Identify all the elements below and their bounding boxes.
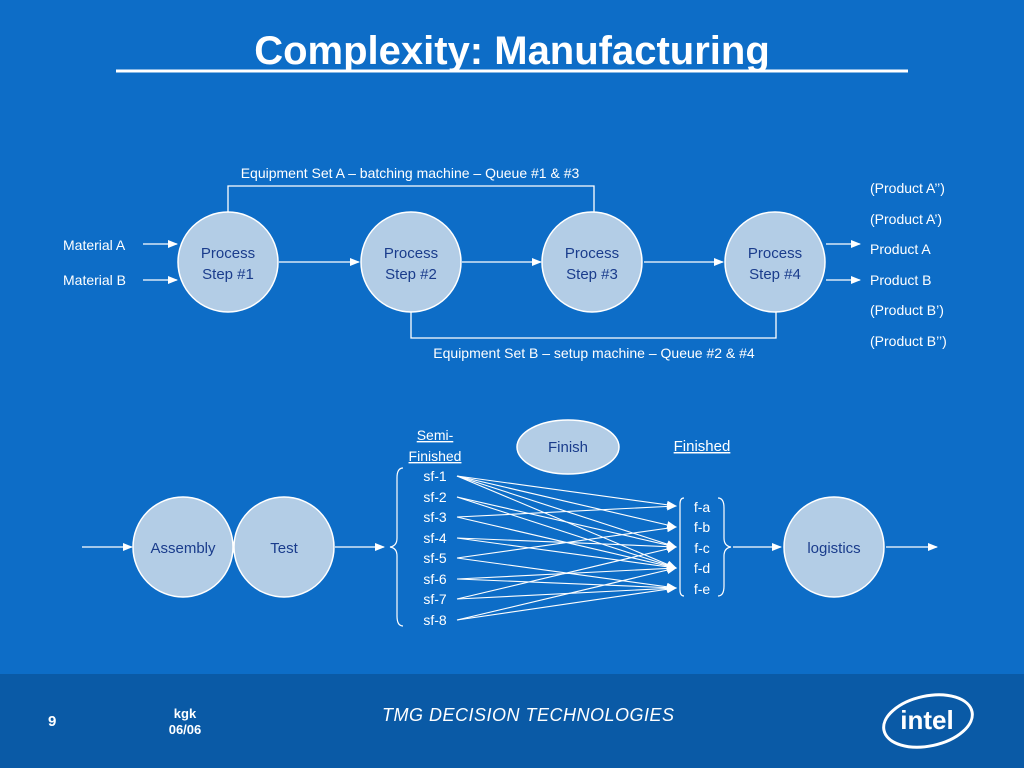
- output-product-a1: (Product A’): [870, 211, 942, 227]
- process-step-4: Process Step #4: [724, 211, 826, 313]
- conn-sf6-fe: [456, 578, 677, 592]
- conn-sf1-fa: [456, 475, 677, 509]
- logistics-label: logistics: [807, 540, 860, 557]
- process-step-3-line1: Process: [565, 245, 619, 262]
- lower-flow: Assembly Test Semi- Finished sf-1 sf-2 s…: [82, 419, 938, 628]
- logistics-node: logistics: [783, 496, 885, 598]
- process-step-2-line2: Step #2: [385, 266, 437, 283]
- assembly-label: Assembly: [150, 540, 216, 557]
- conn-sf8-fd: [456, 566, 677, 621]
- upper-flow: Equipment Set A – batching machine – Que…: [63, 165, 947, 361]
- sf-2-label: sf-2: [423, 489, 447, 505]
- sf-3-label: sf-3: [423, 509, 447, 525]
- semi-finished-brace: [389, 467, 404, 627]
- conn-sf3-fa: [456, 502, 677, 518]
- process-step-3: Process Step #3: [541, 211, 643, 313]
- output-product-b1: (Product B’): [870, 302, 944, 318]
- process-step-1-line1: Process: [201, 245, 255, 262]
- equipment-b-bracket: [410, 312, 777, 339]
- finished-header: Finished: [674, 438, 731, 455]
- equipment-a-bracket: [227, 185, 595, 212]
- test-label: Test: [270, 540, 298, 557]
- assembly-node: Assembly: [132, 496, 234, 598]
- intel-logo-text: intel: [900, 705, 953, 735]
- input-material-a: Material A: [63, 237, 126, 253]
- sf-8-label: sf-8: [423, 612, 447, 628]
- process-step-1-line2: Step #1: [202, 266, 254, 283]
- intel-logo: intel: [882, 693, 974, 749]
- sf-7-label: sf-7: [423, 591, 447, 607]
- slide-title: Complexity: Manufacturing: [254, 29, 770, 73]
- sf-5-label: sf-5: [423, 550, 447, 566]
- finish-node: Finish: [516, 419, 620, 475]
- sf-4-label: sf-4: [423, 530, 447, 546]
- semi-finished-header-line2: Finished: [409, 448, 462, 464]
- sf-6-label: sf-6: [423, 571, 447, 587]
- process-step-3-line2: Step #3: [566, 266, 618, 283]
- equipment-a-label: Equipment Set A – batching machine – Que…: [241, 165, 580, 181]
- output-product-a2: (Product A’’): [870, 180, 945, 196]
- sf-1-label: sf-1: [423, 468, 447, 484]
- company-name: TMG DECISION TECHNOLOGIES: [382, 705, 675, 725]
- page-number: 9: [48, 713, 57, 730]
- process-step-4-line1: Process: [748, 245, 802, 262]
- equipment-b-label: Equipment Set B – setup machine – Queue …: [433, 345, 755, 361]
- author: kgk: [173, 706, 197, 721]
- conn-sf4-fd: [456, 537, 677, 571]
- output-product-b2: (Product B’’): [870, 333, 947, 349]
- conn-sf8-fe: [456, 585, 677, 621]
- process-step-2: Process Step #2: [360, 211, 462, 313]
- finish-label: Finish: [548, 439, 588, 456]
- f-e-label: f-e: [694, 581, 711, 597]
- f-c-label: f-c: [694, 540, 710, 556]
- author-date: kgk 06/06: [140, 706, 230, 738]
- conn-sf1-fb: [456, 475, 677, 529]
- finished-left-bracket: [679, 497, 685, 597]
- input-material-b: Material B: [63, 272, 126, 288]
- process-step-4-line2: Step #4: [749, 266, 801, 283]
- output-product-b: Product B: [870, 272, 931, 288]
- test-node: Test: [233, 496, 335, 598]
- f-d-label: f-d: [694, 560, 710, 576]
- conn-sf5-fb: [456, 524, 677, 559]
- semi-finished-header-line1: Semi-: [417, 427, 454, 443]
- output-product-a: Product A: [870, 241, 931, 257]
- finished-right-brace: [717, 497, 732, 597]
- date: 06/06: [168, 722, 202, 737]
- connection-lines: [456, 475, 677, 621]
- conn-sf7-fc: [456, 545, 677, 600]
- f-b-label: f-b: [694, 519, 711, 535]
- conn-sf2-fc: [456, 496, 677, 549]
- footer-band: [0, 674, 1024, 768]
- process-step-1: Process Step #1: [177, 211, 279, 313]
- f-a-label: f-a: [694, 499, 711, 515]
- process-step-2-line1: Process: [384, 245, 438, 262]
